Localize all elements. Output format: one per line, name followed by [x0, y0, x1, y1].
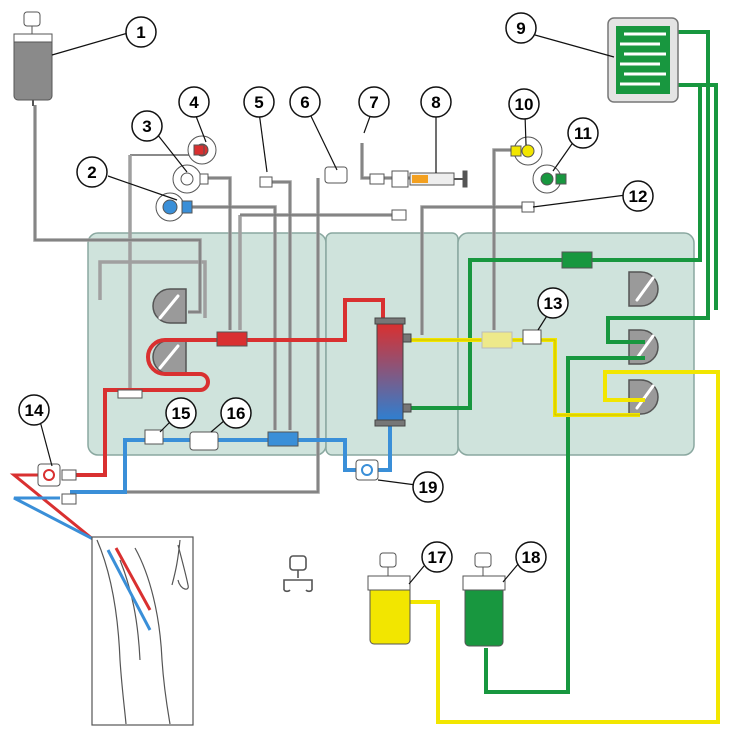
callout-11: 11	[567, 117, 599, 149]
callout-number: 17	[428, 548, 447, 567]
dialysate-bag-18	[462, 552, 506, 647]
connector-12	[521, 201, 535, 213]
callout-circle	[131, 110, 163, 142]
callout-number: 19	[419, 478, 438, 497]
callout-circle	[622, 180, 654, 212]
callout-4: 4	[178, 86, 210, 118]
scale-hook-icon	[283, 555, 313, 593]
dialysate-line	[410, 30, 718, 694]
syringe-pump	[369, 170, 468, 188]
callout-3: 3	[131, 110, 163, 142]
connector-left-bottom	[61, 493, 77, 505]
venous-chamber	[267, 431, 299, 447]
callout-18: 18	[515, 541, 547, 573]
callout-number: 10	[515, 95, 534, 114]
callout-number: 11	[574, 124, 592, 143]
callout-circle	[505, 12, 537, 44]
callout-2: 2	[76, 156, 108, 188]
callout-10: 10	[508, 88, 540, 120]
callout-circle	[412, 471, 444, 503]
callout-number: 2	[87, 163, 96, 182]
callout-number: 9	[516, 19, 525, 38]
callout-8: 8	[420, 86, 452, 118]
callout-circle	[243, 86, 275, 118]
callout-number: 6	[300, 93, 309, 112]
connector-5	[259, 176, 273, 188]
callout-number: 7	[369, 93, 378, 112]
callout-5: 5	[243, 86, 275, 118]
warmer-9	[607, 17, 679, 103]
arterial-chamber	[216, 331, 248, 347]
component-15	[144, 429, 164, 445]
callout-14: 14	[18, 394, 50, 426]
callout-15: 15	[165, 397, 197, 429]
effluent-chamber	[481, 331, 513, 349]
callout-12: 12	[622, 180, 654, 212]
callout-circle	[76, 156, 108, 188]
connector-left-top	[61, 469, 77, 481]
callout-number: 5	[254, 93, 263, 112]
callout-number: 12	[629, 187, 648, 206]
infusion-bag-1	[13, 11, 53, 106]
callout-7: 7	[358, 86, 390, 118]
callout-6: 6	[289, 86, 321, 118]
component-16	[189, 431, 219, 451]
callout-circle	[515, 541, 547, 573]
callout-16: 16	[220, 397, 252, 429]
connector-right-end	[391, 209, 407, 221]
callout-number: 16	[227, 404, 246, 423]
t-junction	[117, 389, 143, 399]
effluent-bag-17	[367, 552, 411, 645]
callout-17: 17	[421, 541, 453, 573]
callout-circle	[18, 394, 50, 426]
component-13	[522, 329, 542, 345]
callout-number: 13	[544, 294, 563, 313]
callout-9: 9	[505, 12, 537, 44]
callout-circle	[220, 397, 252, 429]
callout-circle	[289, 86, 321, 118]
callout-circle	[421, 541, 453, 573]
callout-number: 8	[431, 93, 440, 112]
callout-circle	[567, 117, 599, 149]
component-6	[324, 166, 348, 184]
callout-19: 19	[412, 471, 444, 503]
callout-number: 15	[172, 404, 191, 423]
callout-1: 1	[125, 16, 157, 48]
pressure-pods	[155, 135, 567, 222]
callout-number: 18	[522, 548, 541, 567]
callout-circle	[358, 86, 390, 118]
patient-leg	[91, 536, 194, 726]
callout-circle	[125, 16, 157, 48]
callout-number: 4	[189, 93, 199, 112]
callout-circle	[165, 397, 197, 429]
callout-circle	[178, 86, 210, 118]
callout-number: 1	[136, 23, 145, 42]
callout-circle	[537, 287, 569, 319]
dialysate-chamber	[561, 251, 593, 269]
callout-number: 14	[25, 401, 44, 420]
air-detector-19	[355, 459, 379, 481]
hemofilter	[374, 317, 412, 427]
air-detector-14	[37, 463, 61, 487]
sensors	[61, 166, 593, 505]
callout-circle	[508, 88, 540, 120]
callout-13: 13	[537, 287, 569, 319]
callout-circle	[420, 86, 452, 118]
callout-number: 3	[142, 117, 151, 136]
